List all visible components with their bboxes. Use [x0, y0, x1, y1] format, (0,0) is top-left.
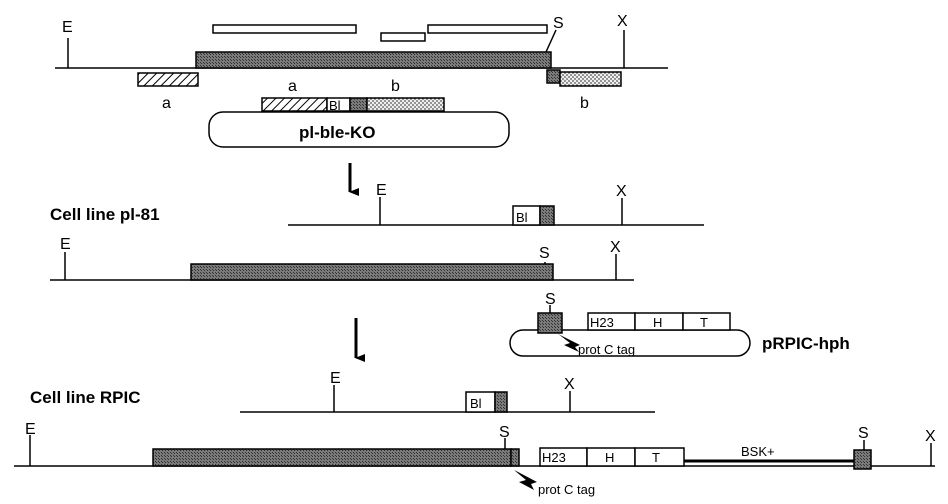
- rpic-bsk-label: BSK+: [741, 444, 775, 459]
- rpic-prot-c-label: prot C tag: [538, 482, 595, 497]
- rpic-t-box: [634, 447, 685, 467]
- rpic-allele2-e-label: E: [25, 421, 36, 438]
- rescue-h23-label: H23: [590, 315, 614, 330]
- rpic-allele2-s-label: S: [499, 424, 510, 441]
- rescue-prot-c-label: prot C tag: [578, 342, 635, 357]
- rpic-second-s-label: S: [858, 425, 869, 442]
- rescue-s-label: S: [545, 291, 556, 308]
- wt-site-x-label: X: [617, 13, 628, 30]
- fragment-b-right: [559, 71, 622, 87]
- transcript-bar-1: [212, 24, 357, 34]
- rpic-h-label: H: [605, 450, 614, 465]
- pl81-allele1-e-label: E: [376, 182, 387, 199]
- rpic-h23-label: H23: [542, 450, 566, 465]
- pl81-allele2-s-label: S: [539, 245, 550, 262]
- ko-insert-a: [261, 97, 328, 112]
- fragment-a-left: [137, 72, 199, 87]
- transcript-bar-2: [380, 32, 426, 42]
- cell-line-pl81: Cell line pl-81 E X Bl E S X: [50, 182, 704, 281]
- wt-site-s-label: S: [553, 15, 564, 32]
- rescue-tag-block: [537, 312, 563, 334]
- wt-site-s-tick: [545, 29, 557, 53]
- fragment-a-label-left: a: [162, 95, 171, 112]
- rpic-prot-c-pointer: [514, 470, 537, 490]
- rpic-allele1-dark: [494, 391, 508, 413]
- rescue-plasmid-name: pRPIC-hph: [762, 334, 850, 353]
- fragment-b-label-right: b: [580, 95, 589, 112]
- rescue-prot-c-pointer: [557, 333, 580, 352]
- rescue-t-label: T: [700, 315, 708, 330]
- ko-insert-b: [366, 97, 445, 112]
- cell-line-rpic-label: Cell line RPIC: [30, 388, 141, 407]
- rpic-second-tag-block: [853, 449, 872, 470]
- wild-type-locus: E X S a a b b: [55, 13, 668, 112]
- ko-insert-dark: [349, 97, 368, 112]
- ko-insert-bl-label: Bl: [329, 98, 341, 113]
- pl81-allele2-gene: [190, 263, 554, 281]
- rpic-allele1-e-label: E: [330, 370, 341, 387]
- rpic-t-label: T: [652, 450, 660, 465]
- cell-line-rpic: Cell line RPIC E X Bl E S H23 H T BSK+ S…: [14, 370, 936, 497]
- rpic-allele2-gene: [152, 448, 512, 467]
- transcript-bar-3: [427, 24, 548, 34]
- rpic-allele2-x-label: X: [925, 428, 936, 445]
- rpic-allele2-tag: [510, 448, 520, 467]
- fragment-b-dark: [546, 69, 561, 84]
- pl81-allele1-dark: [539, 205, 555, 226]
- rescue-t-box: [682, 312, 731, 331]
- pl81-allele1-bl-label: Bl: [516, 210, 528, 225]
- wt-gene-block: [195, 51, 552, 69]
- ko-plasmid-outline: [208, 111, 510, 148]
- pl81-allele2-e-label: E: [60, 236, 71, 253]
- pl81-allele2-x-label: X: [610, 239, 621, 256]
- rescue-plasmid: S H23 H T prot C tag pRPIC-hph: [509, 291, 850, 357]
- fragment-a-label-gene: a: [288, 78, 297, 95]
- ko-plasmid-name: pl-ble-KO: [299, 123, 376, 142]
- rpic-allele1-x-label: X: [564, 376, 575, 393]
- knockout-plasmid: Bl pl-ble-KO: [208, 97, 510, 148]
- rescue-h-label: H: [653, 315, 662, 330]
- pl81-allele1-x-label: X: [616, 183, 627, 200]
- fragment-b-label-gene: b: [391, 78, 400, 95]
- wt-site-e-label: E: [62, 19, 73, 36]
- rpic-allele1-bl-label: Bl: [470, 396, 482, 411]
- cell-line-pl81-label: Cell line pl-81: [50, 205, 160, 224]
